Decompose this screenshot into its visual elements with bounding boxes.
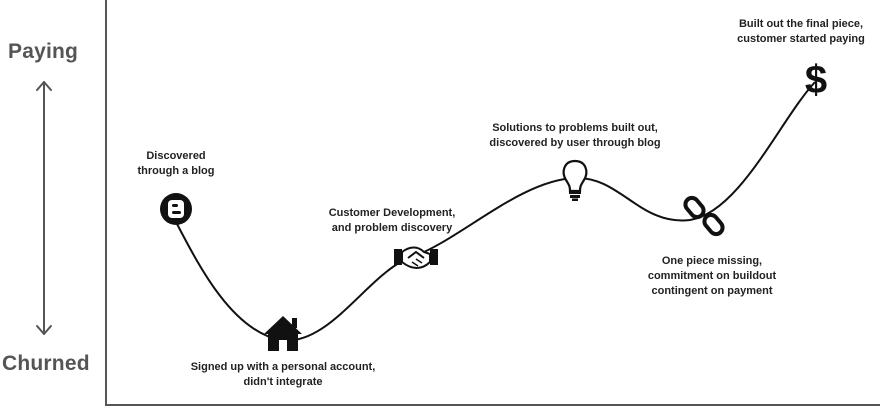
handshake-icon — [394, 246, 438, 269]
stage-4-caption: Solutions to problems built out, discove… — [480, 121, 670, 151]
caption-line: contingent on payment — [651, 285, 773, 297]
caption-line: through a blog — [137, 165, 215, 177]
stage-3-caption: Customer Development, and problem discov… — [322, 206, 462, 236]
caption-line: Discovered — [146, 150, 206, 162]
chain-link-icon — [683, 195, 725, 237]
stage-1-caption: Discovered through a blog — [124, 149, 228, 179]
axis-top-label: Paying — [8, 40, 79, 63]
stage-2-caption: Signed up with a personal account, didn'… — [185, 360, 381, 390]
caption-line: commitment on buildout — [647, 270, 777, 282]
caption-line: Customer Development, — [328, 207, 456, 219]
blogger-icon — [160, 193, 192, 225]
caption-line: Signed up with a personal account, — [190, 361, 376, 373]
lightbulb-icon — [562, 159, 588, 201]
caption-line: Solutions to problems built out, — [492, 122, 658, 134]
house-icon — [264, 316, 302, 351]
caption-line: and problem discovery — [331, 222, 453, 234]
double-arrow-icon — [36, 81, 52, 335]
caption-line: didn't integrate — [243, 376, 323, 388]
journey-curve — [175, 81, 816, 342]
caption-line: customer started paying — [737, 33, 865, 45]
caption-line: Built out the final piece, — [738, 18, 864, 30]
stage-6-caption: Built out the final piece, customer star… — [726, 17, 876, 47]
caption-line: discovered by user through blog — [489, 137, 661, 149]
axis-bottom-label: Churned — [2, 352, 90, 375]
caption-line: One piece missing, — [661, 255, 763, 267]
stage-5-caption: One piece missing, commitment on buildou… — [637, 254, 787, 299]
dollar-icon: $ — [805, 58, 827, 102]
